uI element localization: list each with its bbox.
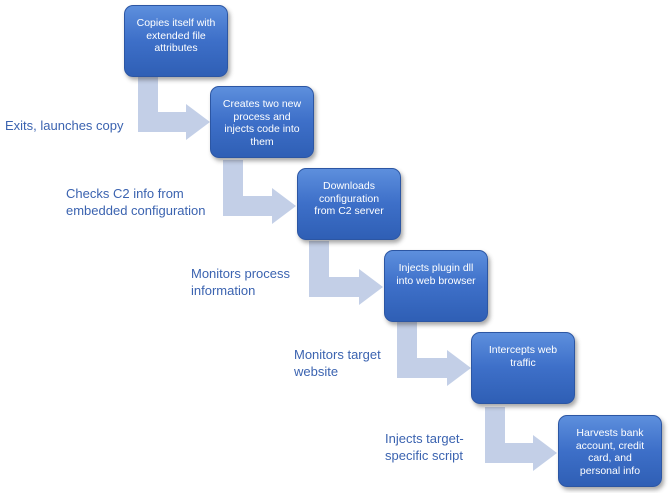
note-injects-script: Injects target- specific script	[385, 431, 464, 463]
note-monitors-website: Monitors target website	[294, 347, 381, 379]
arrow-2	[223, 160, 296, 224]
step-injects-plugin: Injects plugin dll into web browser	[384, 250, 488, 322]
note-monitors-process: Monitors process information	[191, 266, 290, 298]
step-intercepts-traffic: Intercepts web traffic	[471, 332, 575, 404]
step-copies-itself: Copies itself with extended file attribu…	[124, 5, 228, 77]
note-exits-launches-copy: Exits, launches copy	[5, 118, 124, 133]
note-checks-c2-info: Checks C2 info from embedded configurati…	[66, 186, 206, 218]
step-downloads-configuration: Downloads configuration from C2 server	[297, 168, 401, 240]
step-creates-processes: Creates two new process and injects code…	[210, 86, 314, 158]
arrow-1	[138, 76, 210, 140]
arrow-3	[309, 241, 383, 305]
arrow-5	[485, 407, 557, 471]
step-harvests-info: Harvests bank account, credit card, and …	[558, 415, 662, 487]
arrow-4	[397, 322, 471, 386]
